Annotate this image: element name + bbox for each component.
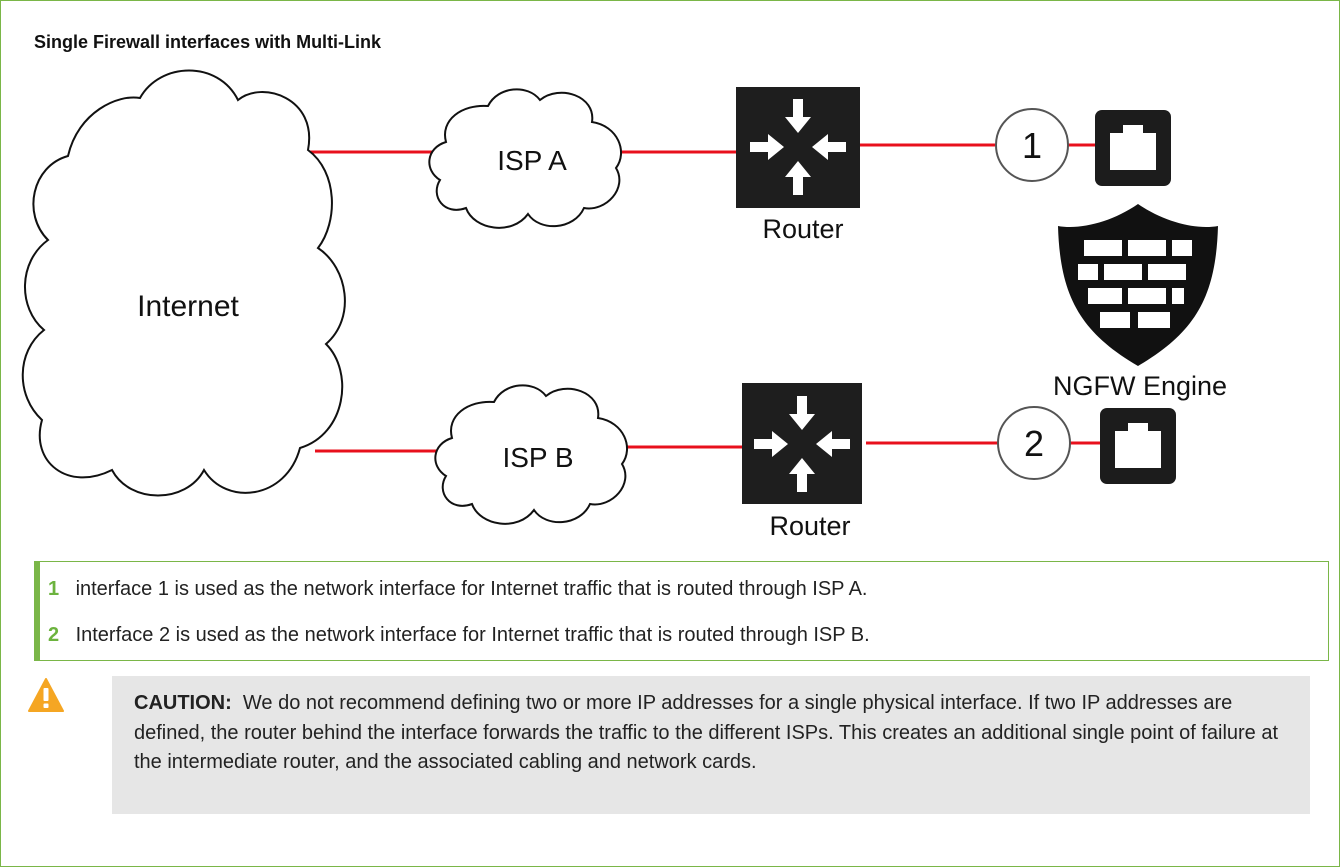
callout-number: 2	[48, 624, 60, 646]
isp-b-label: ISP B	[502, 442, 573, 473]
callout-list	[34, 561, 1329, 661]
network-diagram: Internet ISP A ISP B Router Router 1 2	[21, 69, 1227, 541]
callout-text: Interface 2 is used as the network inter…	[75, 624, 870, 646]
internet-cloud-icon	[21, 69, 346, 497]
callout-text: interface 1 is used as the network inter…	[75, 578, 868, 600]
router-bottom-icon	[742, 383, 862, 504]
ngfw-engine-label: NGFW Engine	[1053, 371, 1227, 401]
isp-a-cloud-icon	[428, 88, 622, 229]
callout-item-1: 1 interface 1 is used as the network int…	[48, 578, 868, 601]
link-lines	[288, 143, 1100, 453]
isp-b-cloud-icon	[434, 384, 628, 525]
ethernet-port-2-icon	[1100, 408, 1176, 484]
callout-item-2: 2 Interface 2 is used as the network int…	[48, 624, 870, 647]
caution-note: CAUTION: We do not recommend defining tw…	[112, 676, 1310, 814]
caution-text: We do not recommend defining two or more…	[134, 692, 1279, 773]
warning-icon	[28, 678, 64, 712]
isp-a-label: ISP A	[497, 145, 567, 176]
caution-label: CAUTION:	[134, 692, 232, 714]
interface-2-number: 2	[1024, 423, 1044, 464]
router-top-label: Router	[762, 214, 843, 244]
internet-label: Internet	[137, 290, 239, 323]
figure-title: Single Firewall interfaces with Multi-Li…	[34, 32, 382, 52]
interface-1-number: 1	[1022, 125, 1042, 166]
callout-number: 1	[48, 578, 60, 600]
firewall-shield-icon	[1058, 204, 1218, 366]
ethernet-port-1-icon	[1095, 110, 1171, 186]
router-bottom-label: Router	[769, 511, 850, 541]
router-top-icon	[736, 87, 860, 208]
interface-1-badge	[995, 108, 1069, 182]
interface-2-badge	[997, 406, 1071, 480]
